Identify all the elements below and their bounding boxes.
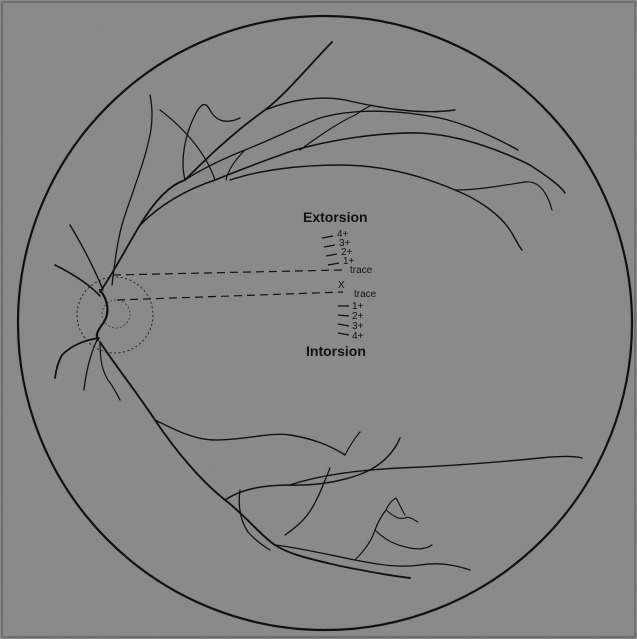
intorsion-label: Intorsion [306, 343, 366, 359]
extorsion-grade-trace: trace [350, 265, 373, 276]
intorsion-grade-4: 4+ [352, 331, 364, 342]
fovea-marker: X [338, 280, 345, 291]
intorsion-grade-trace: trace [354, 289, 377, 300]
extorsion-label: Extorsion [303, 209, 368, 225]
